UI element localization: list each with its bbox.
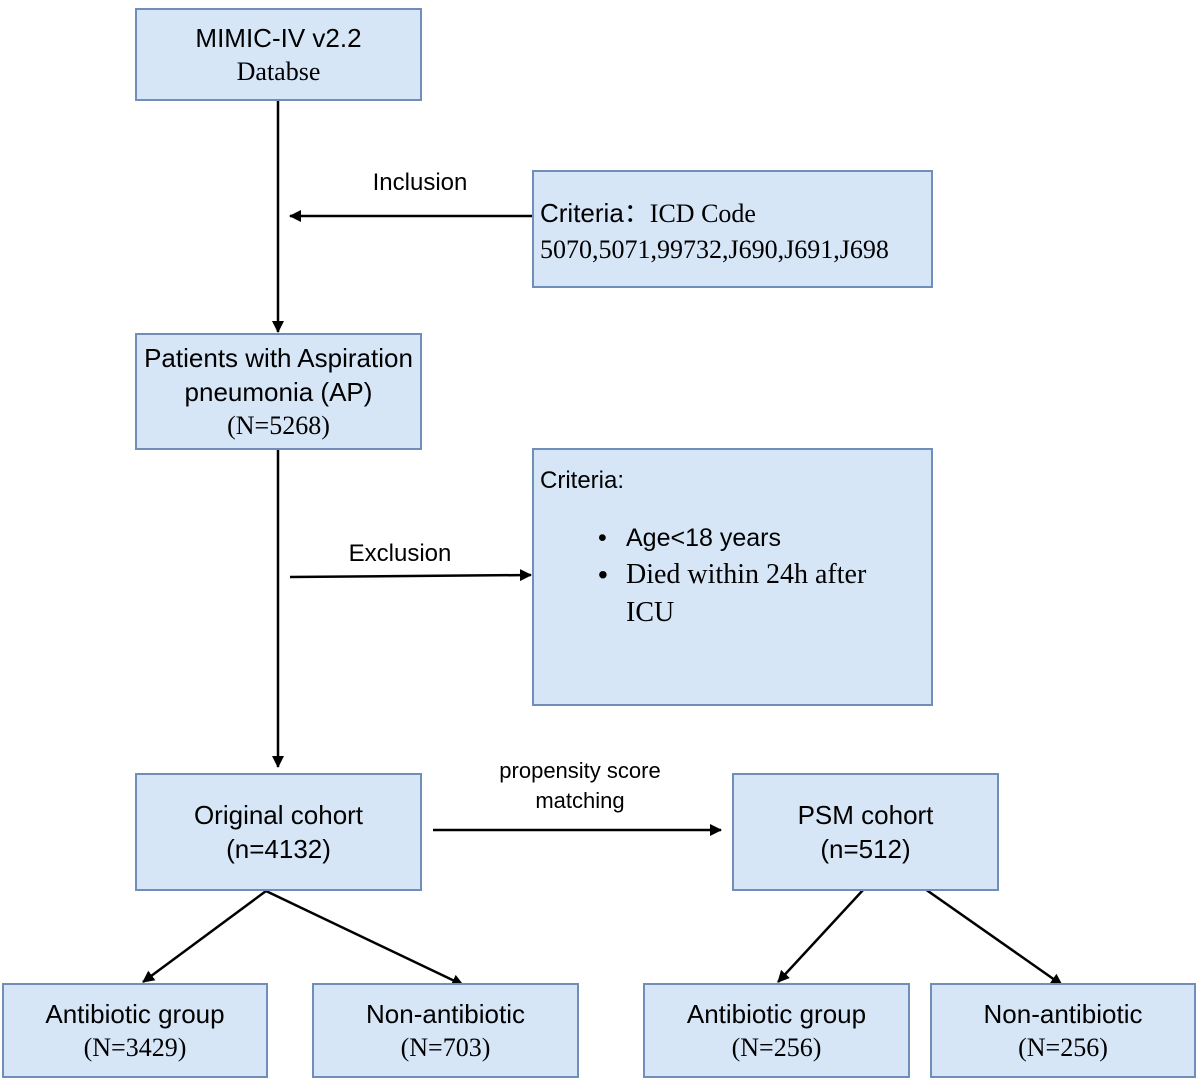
psm-antibiotic-box: Antibiotic group (N=256): [643, 983, 910, 1078]
psm-antibiotic-title: Antibiotic group: [686, 998, 867, 1029]
inclusion-criteria-box: Criteria：ICD Code 5070,5071,99732,J690,J…: [532, 170, 933, 288]
orig-antibiotic-title: Antibiotic group: [45, 998, 225, 1029]
ap-patients-line2: pneumonia (AP): [184, 376, 373, 407]
psm-cohort-box: PSM cohort (n=512): [732, 773, 999, 891]
orig-non-antibiotic-box: Non-antibiotic (N=703): [312, 983, 579, 1078]
inclusion-criteria-label: Criteria：: [540, 198, 650, 228]
psm-non-antibiotic-title: Non-antibiotic: [983, 998, 1143, 1029]
orig-non-antibiotic-title: Non-antibiotic: [366, 998, 525, 1029]
exclusion-item-age: Age<18 years: [592, 520, 931, 556]
ap-patients-box: Patients with Aspiration pneumonia (AP) …: [135, 333, 422, 450]
original-cohort-count: (n=4132): [226, 834, 331, 864]
orig-antibiotic-count: (N=3429): [83, 1032, 187, 1062]
exclusion-criteria-box: Criteria: Age<18 years Died within 24h a…: [532, 448, 933, 706]
arrow-exclusion: [289, 569, 532, 582]
psm-non-antibiotic-count: (N=256): [1018, 1032, 1108, 1062]
psm-non-antibiotic-box: Non-antibiotic (N=256): [930, 983, 1196, 1078]
mimic-database-box: MIMIC-IV v2.2 Databse: [135, 8, 422, 101]
psm-antibiotic-count: (N=256): [731, 1032, 822, 1062]
inclusion-criteria-codes: 5070,5071,99732,J690,J691,J698: [540, 235, 889, 264]
arrow-orig-to-non-antibiotic: [265, 889, 464, 987]
exclusion-label: Exclusion: [348, 540, 452, 567]
orig-non-antibiotic-count: (N=703): [400, 1032, 491, 1062]
ap-patients-count: (N=5268): [227, 410, 330, 440]
exclusion-item-died: Died within 24h after ICU: [592, 556, 916, 632]
exclusion-criteria-title: Criteria:: [540, 467, 625, 494]
psm-label-line2: matching: [535, 788, 625, 813]
orig-antibiotic-box: Antibiotic group (N=3429): [2, 983, 268, 1078]
mimic-subtitle: Databse: [236, 56, 321, 86]
psm-label-line1: propensity score: [499, 758, 661, 783]
psm-cohort-title: PSM cohort: [797, 800, 934, 830]
inclusion-label: Inclusion: [372, 169, 468, 196]
mimic-title: MIMIC-IV v2.2: [195, 22, 362, 53]
exclusion-criteria-list: Age<18 years Died within 24h after ICU: [592, 520, 931, 632]
arrow-orig-to-antibiotic: [142, 889, 267, 984]
ap-patients-line1: Patients with Aspiration: [144, 342, 413, 373]
psm-cohort-count: (n=512): [820, 834, 911, 864]
original-cohort-title: Original cohort: [193, 800, 364, 830]
inclusion-criteria-code-label: ICD Code: [649, 199, 756, 228]
original-cohort-box: Original cohort (n=4132): [135, 773, 422, 891]
psm-edge-label: propensity score matching: [460, 756, 700, 816]
